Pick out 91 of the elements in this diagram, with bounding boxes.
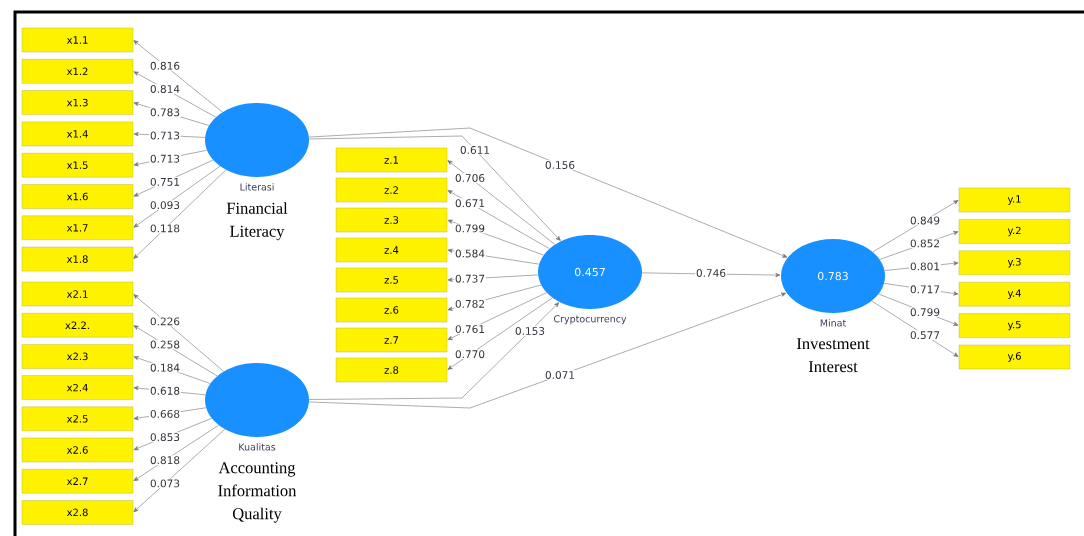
edge-label: 0.751 <box>149 177 181 187</box>
arrow <box>133 325 218 377</box>
edge-label: 0.801 <box>909 261 941 272</box>
translation-label: Accounting Information Quality <box>218 462 297 523</box>
edge-label: 0.814 <box>149 84 181 94</box>
edge-label: 0.073 <box>149 478 181 489</box>
arrow <box>447 190 550 249</box>
edge-label: 0.818 <box>149 455 181 465</box>
edge-label: 0.618 <box>149 386 181 396</box>
edge-label: 0.071 <box>544 370 576 380</box>
indicator-box: x2.3 <box>21 344 134 369</box>
arrow <box>308 127 788 258</box>
arrow <box>133 71 217 118</box>
indicator-box: x2.1 <box>21 281 134 307</box>
indicator-box: x2.8 <box>21 500 134 525</box>
edge-label: 0.706 <box>454 173 486 183</box>
indicator-box: x2.4 <box>21 375 134 400</box>
indicator-box: x2.7 <box>21 469 134 494</box>
indicator-box: y.2 <box>958 219 1071 244</box>
edge-label: 0.118 <box>149 223 181 234</box>
arrow <box>871 300 959 357</box>
indicator-box: z.2 <box>335 177 448 203</box>
edge-label: 0.093 <box>149 200 181 210</box>
construct-label: Kualitas <box>239 443 276 451</box>
indicator-box: z.5 <box>335 267 448 293</box>
edge-label: 0.668 <box>149 409 181 419</box>
indicator-box: z.1 <box>335 147 448 173</box>
edge-label: 0.770 <box>454 349 486 359</box>
arrow <box>308 135 561 241</box>
edge-label: 0.782 <box>454 299 486 309</box>
indicator-box: x1.8 <box>21 246 134 272</box>
edge-label: 0.713 <box>149 153 181 164</box>
indicator-box: y.6 <box>958 344 1071 370</box>
indicator-box: x1.2 <box>21 59 134 84</box>
construct-label: Cryptocurrency <box>554 315 627 325</box>
indicator-box: y.5 <box>958 313 1071 338</box>
edge-label: 0.153 <box>514 326 546 336</box>
indicator-box: z.3 <box>335 207 448 233</box>
arrow <box>447 292 547 340</box>
arrow <box>872 200 959 253</box>
edge-label: 0.226 <box>149 316 181 327</box>
edge-label: 0.853 <box>149 432 181 442</box>
indicator-box: z.6 <box>335 297 448 323</box>
indicator-box: x1.4 <box>21 121 134 147</box>
edge-label: 0.577 <box>909 330 941 340</box>
arrow <box>133 40 223 113</box>
indicator-box: y.3 <box>958 250 1071 275</box>
edge-label: 0.799 <box>909 307 941 317</box>
arrow <box>308 292 787 409</box>
translation-label: Financial Literacy <box>226 202 288 241</box>
translation-label: Investment Interest <box>796 338 870 373</box>
indicator-box: z.4 <box>335 237 448 263</box>
edge-label: 0.852 <box>909 238 941 249</box>
arrow <box>133 169 227 259</box>
arrow <box>133 165 221 228</box>
edge-label: 0.184 <box>149 362 181 373</box>
indicator-box: x1.5 <box>21 153 134 178</box>
arrow <box>308 302 560 400</box>
edge-label: 0.156 <box>544 160 576 170</box>
indicator-box: y.4 <box>958 282 1071 307</box>
edge-label: 0.746 <box>695 268 727 278</box>
edge-label: 0.713 <box>149 130 181 141</box>
edge-label: 0.816 <box>149 61 181 71</box>
arrow <box>447 160 556 245</box>
indicator-box: y.1 <box>958 187 1071 213</box>
edge-label: 0.611 <box>459 145 491 155</box>
indicator-box: x2.5 <box>21 406 134 431</box>
indicator-box: x2.6 <box>21 437 134 463</box>
indicator-box: z.8 <box>335 357 448 383</box>
edge-label: 0.584 <box>454 248 486 259</box>
indicator-box: x1.7 <box>21 215 134 240</box>
edge-label: 0.783 <box>149 107 181 118</box>
arrow <box>447 297 553 370</box>
construct-label: Minat <box>820 319 846 327</box>
edge-label: 0.671 <box>454 198 486 208</box>
edge-label: 0.737 <box>454 273 486 284</box>
arrow <box>133 159 214 197</box>
edge-label: 0.799 <box>454 223 486 234</box>
edge-label: 0.258 <box>149 339 181 350</box>
arrow <box>133 428 226 513</box>
arrow <box>133 294 224 372</box>
indicator-box: x1.1 <box>21 27 134 53</box>
indicator-box: x1.6 <box>21 184 134 209</box>
indicator-box: z.7 <box>335 327 448 353</box>
indicator-box: x1.3 <box>21 90 134 115</box>
edge-label: 0.717 <box>909 284 941 295</box>
edge-label: 0.849 <box>909 215 941 226</box>
arrow <box>133 424 219 482</box>
indicator-box: x2.2. <box>21 313 134 338</box>
construct-label: Literasi <box>240 183 274 191</box>
edge-label: 0.761 <box>454 324 486 334</box>
